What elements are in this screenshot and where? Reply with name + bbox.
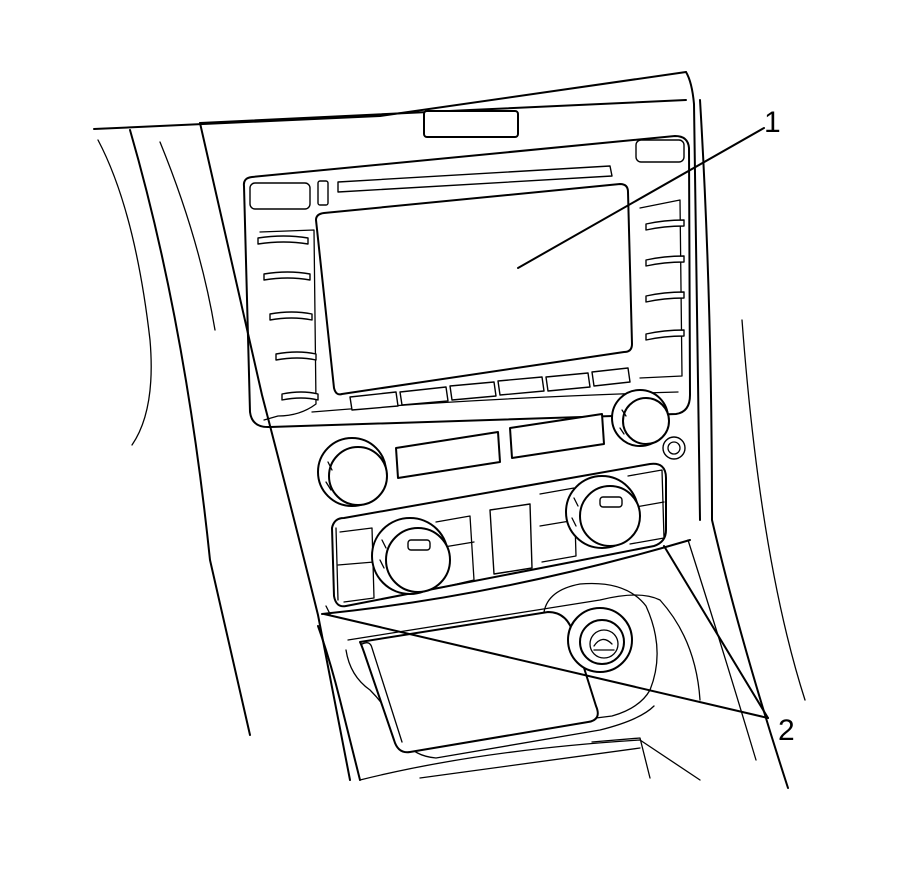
power-outlet	[543, 582, 658, 719]
climate-panel	[321, 462, 691, 615]
left-climate-knob	[371, 517, 451, 595]
right-upper-knob	[611, 389, 686, 460]
storage-lid	[359, 611, 599, 754]
leader-1	[517, 127, 765, 269]
left-soft-keys	[257, 235, 319, 401]
dashboard-outline	[93, 71, 806, 789]
right-climate-knob	[565, 475, 641, 549]
left-upper-knob	[317, 437, 388, 507]
center-buttons	[395, 413, 605, 479]
leader-lines	[323, 127, 769, 719]
bottom-soft-keys	[349, 367, 631, 411]
radio-bezel	[242, 135, 691, 429]
callout-2: 2	[778, 714, 795, 747]
right-soft-keys	[645, 219, 685, 341]
leader-2b	[663, 545, 769, 719]
callout-1: 1	[764, 106, 781, 139]
leader-2a	[323, 613, 769, 719]
lower-console	[317, 594, 701, 781]
display-screen	[315, 183, 633, 396]
top-vent	[423, 110, 519, 138]
